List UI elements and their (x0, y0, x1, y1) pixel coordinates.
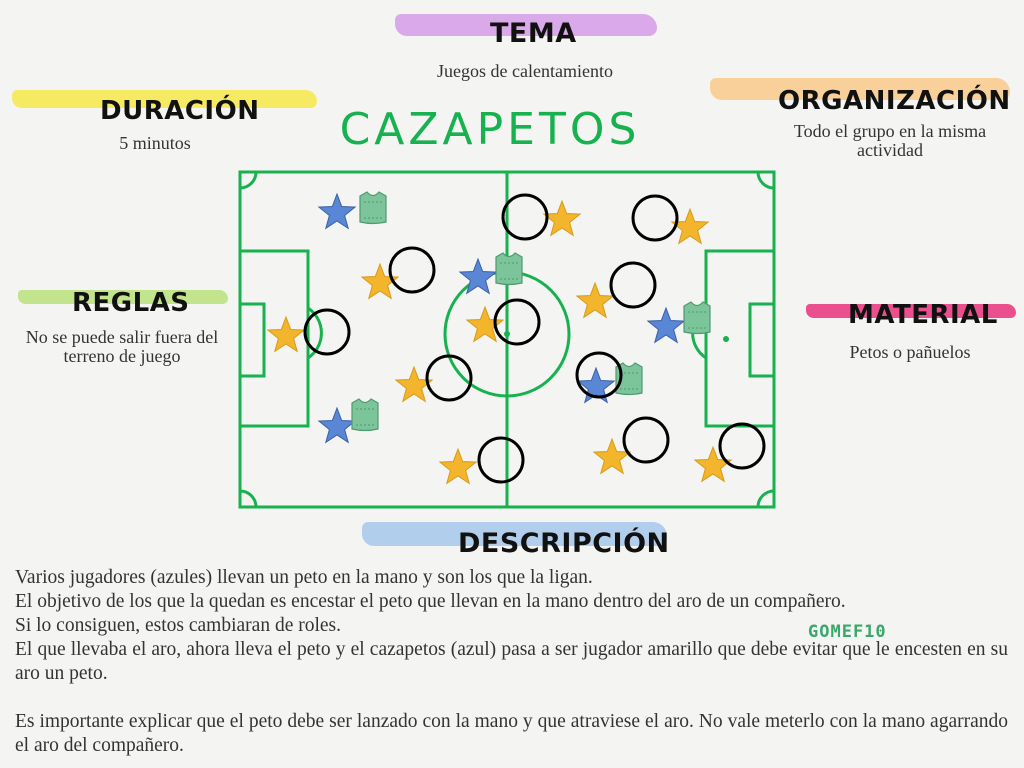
organizacion-text: Todo el grupo en la misma actividad (793, 121, 987, 160)
bib-icon (615, 362, 643, 396)
blue-star-icon (317, 406, 357, 444)
description-body: Varios jugadores (azules) llevan un peto… (15, 566, 1008, 758)
corner-arc-br (756, 489, 775, 508)
yellow-star-icon (360, 262, 400, 300)
duracion-brush (12, 90, 317, 108)
hoop-icon (501, 193, 549, 241)
left-penalty-arc (307, 306, 323, 360)
bib-icon (495, 252, 523, 286)
bib-icon (359, 191, 387, 225)
description-paragraph: Varios jugadores (azules) llevan un peto… (15, 567, 593, 588)
description-paragraph: El objetivo de los que la quedan es ence… (15, 591, 846, 612)
hoop-icon (303, 308, 351, 356)
description-paragraph (15, 686, 1008, 710)
reglas-text: No se puede salir fuera del terreno de j… (25, 327, 219, 366)
hoop-icon (718, 422, 766, 470)
corner-arc-tl (239, 171, 258, 190)
tema-brush (395, 14, 657, 36)
yellow-star-icon (465, 305, 505, 343)
center-spot (504, 331, 510, 337)
material-text: Petos o pañuelos (849, 342, 971, 362)
hoop-icon (631, 194, 679, 242)
description-paragraph: Si lo consiguen, estos cambiaran de role… (15, 615, 342, 636)
blue-star-icon (646, 306, 686, 344)
yellow-star-icon (592, 437, 632, 475)
reglas-brush (18, 290, 228, 304)
descripcion-heading: DESCRIPCIÓN (458, 528, 670, 559)
hoop-icon (425, 354, 473, 402)
description-paragraph: El que llevaba el aro, ahora lleva el pe… (15, 639, 1008, 684)
descripcion-brush (362, 522, 667, 546)
organizacion-brush (710, 78, 1010, 100)
right-goal-area (748, 302, 776, 378)
bib-icon (683, 301, 711, 335)
organizacion-heading: ORGANIZACIÓN (778, 86, 1011, 116)
hoop-icon (493, 298, 541, 346)
blue-star-icon (317, 192, 357, 230)
hoop-icon (575, 351, 623, 399)
blue-star-icon (458, 257, 498, 295)
duracion-heading: DURACIÓN (100, 96, 260, 126)
corner-arc-bl (239, 489, 258, 508)
yellow-star-icon (542, 199, 582, 237)
reglas-heading: REGLAS (72, 288, 190, 318)
material-brush (806, 304, 1016, 318)
left-goal-area (238, 302, 266, 378)
hoop-icon (477, 436, 525, 484)
right-penalty-area (704, 249, 776, 428)
bib-icon (351, 398, 379, 432)
left-penalty-area (238, 249, 310, 428)
corner-arc-tr (756, 171, 775, 190)
hoop-icon (622, 416, 670, 464)
yellow-star-icon (266, 315, 306, 353)
yellow-star-icon (693, 445, 733, 483)
right-penalty-spot (723, 336, 729, 342)
tema-heading: TEMA (490, 18, 577, 49)
tema-text: Juegos de calentamiento (437, 61, 613, 81)
description-paragraph: Es importante explicar que el peto debe … (15, 711, 1008, 756)
main-title: CAZAPETOS (339, 104, 641, 155)
duracion-text: 5 minutos (119, 133, 191, 153)
blue-star-icon (576, 366, 616, 404)
hoop-icon (388, 246, 436, 294)
brand-logo: GOMEF10 (808, 622, 887, 642)
hoop-icon (609, 261, 657, 309)
yellow-star-icon (438, 447, 478, 485)
yellow-star-icon (575, 281, 615, 319)
material-heading: MATERIAL (848, 300, 998, 330)
